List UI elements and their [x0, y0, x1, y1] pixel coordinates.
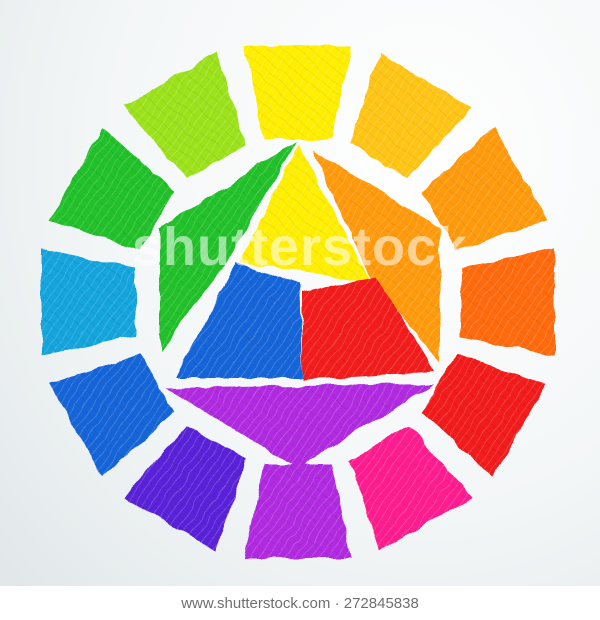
footer-caption: www.shutterstock.com · 272845838	[0, 586, 600, 620]
yellow-orange-segment	[349, 53, 473, 179]
violet-triangle-texture	[166, 384, 434, 468]
blue-green-segment	[41, 248, 136, 356]
yellow-triangle-texture	[240, 144, 372, 282]
violet-segment	[244, 464, 352, 559]
green-triangle-texture	[160, 142, 296, 350]
blue-violet-segment	[123, 425, 247, 551]
green-segment	[49, 127, 175, 251]
outer-ring	[41, 45, 555, 559]
yellow-green-segment	[123, 53, 247, 179]
red-segment	[421, 353, 547, 477]
center-primaries	[160, 142, 440, 468]
blue-quad-texture	[176, 262, 302, 378]
red-orange-segment	[460, 248, 555, 356]
blue-segment	[49, 353, 175, 477]
red-quad-texture	[302, 276, 436, 380]
orange-segment	[421, 127, 547, 251]
color-wheel	[41, 45, 555, 559]
yellow-segment	[244, 45, 352, 140]
orange-triangle-texture	[312, 150, 440, 362]
red-violet-segment	[349, 425, 473, 551]
